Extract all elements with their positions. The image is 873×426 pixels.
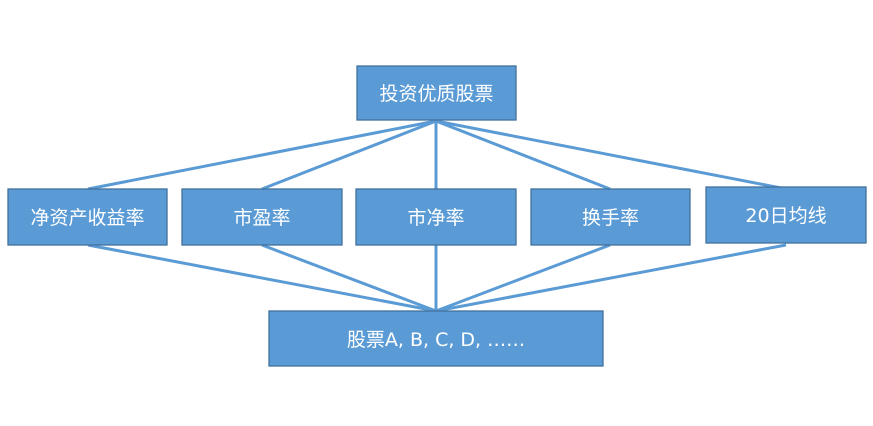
edge-criterion-0-bottom <box>87 243 437 313</box>
node-criterion-label: 换手率 <box>582 207 639 229</box>
node-criterion-label: 市盈率 <box>233 207 290 229</box>
node-criterion-ma20: 20日均线 <box>705 186 867 244</box>
node-bottom: 股票A, B, C, D, …… <box>268 310 604 367</box>
edges-criteria-to-bottom <box>87 243 787 313</box>
node-bottom-label: 股票A, B, C, D, …… <box>347 329 525 351</box>
edge-top-criterion-0 <box>87 119 437 191</box>
edge-top-criterion-3 <box>435 119 611 191</box>
node-criterion-pb: 市净率 <box>355 188 517 246</box>
edge-criterion-3-bottom <box>435 243 611 313</box>
edge-top-criterion-1 <box>261 119 437 191</box>
edge-criterion-4-bottom <box>435 243 787 313</box>
node-top-label: 投资优质股票 <box>379 83 493 105</box>
node-criterion-label: 20日均线 <box>745 205 826 227</box>
edge-criterion-1-bottom <box>261 243 437 313</box>
node-criterion-turnover: 换手率 <box>530 188 691 246</box>
edge-top-criterion-4 <box>435 119 787 191</box>
node-criterion-roe: 净资产收益率 <box>7 188 168 246</box>
node-criterion-pe: 市盈率 <box>181 188 343 246</box>
node-criterion-label: 市净率 <box>407 207 464 229</box>
node-criterion-label: 净资产收益率 <box>30 207 144 229</box>
edges-top-to-criteria <box>87 119 787 191</box>
node-top: 投资优质股票 <box>356 65 517 121</box>
